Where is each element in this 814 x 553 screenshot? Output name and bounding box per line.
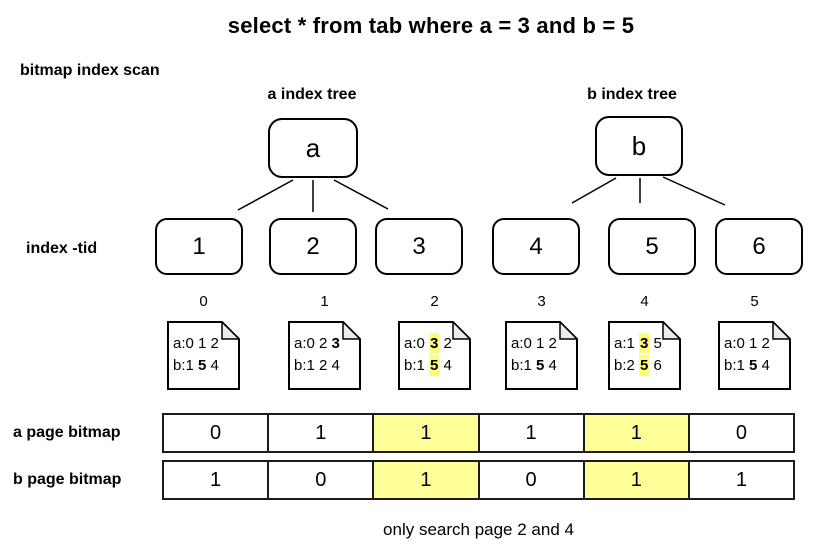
doc-line: b:2 5 6: [614, 355, 662, 376]
doc-line: b:1 5 4: [173, 357, 219, 374]
page-number-label: 1: [320, 293, 329, 310]
bitmap-cell: 0: [480, 462, 585, 498]
doc-line: a:0 1 2: [511, 335, 557, 352]
a-index-tree-label: a index tree: [267, 86, 357, 103]
document-icon: [505, 321, 578, 390]
root-node-a: a: [268, 118, 358, 178]
leaf-node-2: 2: [269, 218, 357, 275]
doc-text: a:0 1 2 b:1 5 4: [173, 333, 219, 377]
bitmap-cell: 0: [735, 421, 747, 444]
page-number-label: 2: [430, 293, 439, 310]
leaf-node-4: 4: [492, 218, 580, 275]
bitmap-cell: 0: [164, 415, 270, 451]
leaf-node-6: 6: [715, 218, 803, 275]
document-icon: [718, 321, 791, 390]
bitmap-cell: 1: [584, 415, 690, 451]
bitmap-cell: 1: [374, 415, 480, 451]
index-tid-label: index -tid: [26, 240, 98, 257]
doc-line: b:1 2 4: [294, 357, 340, 374]
doc-line: a:0 1 2: [173, 335, 219, 352]
bitmap-cell: 1: [269, 415, 375, 451]
doc-line: a:0 2 3: [294, 335, 340, 352]
document-icon: [167, 321, 240, 390]
bitmap-cell: 1: [584, 462, 690, 498]
page-number-label: 3: [537, 293, 546, 310]
bitmap-cell: 1: [374, 462, 480, 498]
bitmap-cell: 0: [269, 462, 375, 498]
page-document: a:0 1 2 b:1 5 4: [718, 321, 791, 390]
doc-line: b:1 5 4: [511, 357, 557, 374]
b-page-bitmap-label: b page bitmap: [13, 471, 122, 488]
bitmap-cell: 1: [480, 415, 585, 451]
leaf-node-5: 5: [608, 218, 696, 275]
query-title: select * from tab where a = 3 and b = 5: [227, 13, 635, 38]
doc-line: b:1 5 4: [724, 357, 770, 374]
root-node-b: b: [595, 116, 683, 176]
b-index-tree-label: b index tree: [587, 86, 677, 103]
footer-note: only search page 2 and 4: [383, 520, 574, 539]
document-icon: [288, 321, 361, 390]
doc-text: a:0 2 3 b:1 2 4: [294, 333, 340, 377]
page-document: a:0 1 2 b:1 5 4: [167, 321, 240, 390]
doc-text: a:0 1 2 b:1 5 4: [724, 333, 770, 377]
page-number-label: 5: [750, 293, 759, 310]
bitmap-cell: 1: [164, 462, 270, 498]
page-number-label: 0: [199, 293, 208, 310]
leaf-node-1: 1: [155, 218, 243, 275]
a-page-bitmap-label: a page bitmap: [13, 424, 121, 441]
doc-line: a:1 3 5: [614, 333, 662, 354]
doc-line: a:0 1 2: [724, 335, 770, 352]
page-document: a:0 2 3 b:1 2 4: [288, 321, 361, 390]
doc-line: b:1 5 4: [404, 355, 452, 376]
page-number-label: 4: [640, 293, 649, 310]
doc-line: a:0 3 2: [404, 333, 452, 354]
bitmap-index-scan-label: bitmap index scan: [20, 62, 160, 79]
bitmap-cell: 1: [735, 468, 747, 491]
doc-text: a:0 1 2 b:1 5 4: [511, 333, 557, 377]
leaf-node-3: 3: [375, 218, 463, 275]
page-document: a:0 1 2 b:1 5 4: [505, 321, 578, 390]
